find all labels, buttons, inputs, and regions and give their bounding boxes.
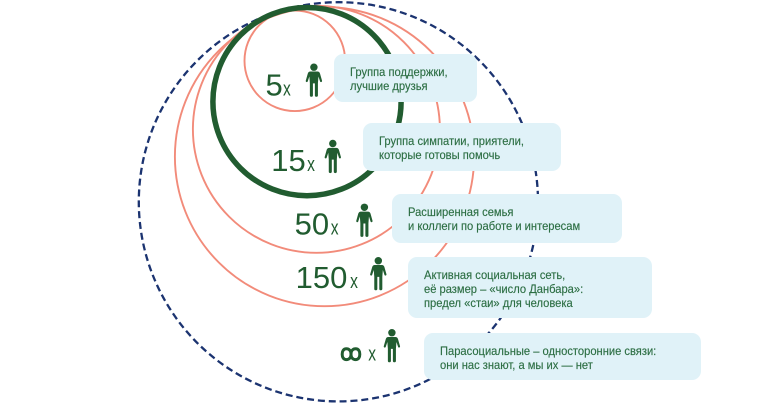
svg-text:x: x <box>283 78 291 100</box>
svg-text:x: x <box>368 342 376 364</box>
svg-text:15: 15 <box>271 143 305 178</box>
svg-text:x: x <box>350 270 358 292</box>
svg-text:5: 5 <box>266 68 283 103</box>
svg-text:50: 50 <box>295 207 329 242</box>
svg-text:x: x <box>331 217 339 239</box>
svg-text:x: x <box>307 153 315 175</box>
svg-text:150: 150 <box>296 260 348 295</box>
